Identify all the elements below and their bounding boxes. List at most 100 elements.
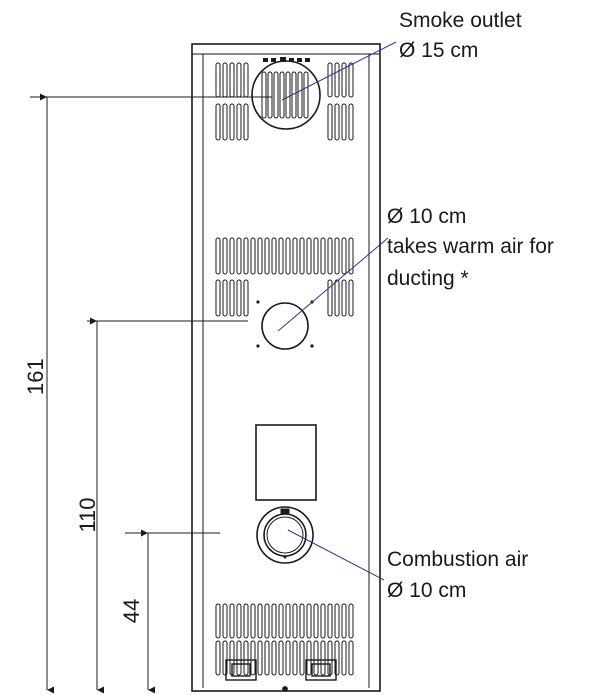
vent-slot	[250, 237, 256, 275]
vent-slot	[341, 603, 347, 639]
smoke-outlet-slot	[285, 71, 291, 119]
vent-slot	[341, 62, 347, 98]
vent-slot	[327, 237, 333, 275]
vent-slot	[299, 603, 305, 639]
vent-slot	[306, 603, 312, 639]
vent-slot	[327, 103, 333, 141]
vent-slot	[271, 237, 277, 275]
vent-slot	[271, 603, 277, 639]
vent-slot	[243, 237, 249, 275]
vent-slot	[236, 62, 242, 98]
vent-slot	[215, 279, 221, 317]
vent-slot	[320, 237, 326, 275]
vent-slot	[215, 103, 221, 141]
vent-slot	[271, 640, 277, 676]
vent-slot	[264, 640, 270, 676]
vent-slot	[285, 603, 291, 639]
smoke-outlet-slot	[303, 71, 309, 119]
vent-slot	[222, 279, 228, 317]
vent-slot	[341, 640, 347, 676]
vent-slot	[229, 603, 235, 639]
vent-slot	[334, 62, 340, 98]
vent-slot	[222, 62, 228, 98]
vent-slot	[348, 103, 354, 141]
top-vent-slots	[215, 62, 354, 141]
vent-slot	[222, 103, 228, 141]
access-panel	[255, 424, 317, 501]
vent-slot	[222, 237, 228, 275]
vent-slot	[334, 603, 340, 639]
vent-slot	[257, 603, 263, 639]
vent-slot	[292, 603, 298, 639]
vent-slot	[334, 640, 340, 676]
vent-slot	[341, 237, 347, 275]
vent-slot	[285, 640, 291, 676]
combustion-air-inlet	[256, 506, 314, 564]
vent-slot	[229, 62, 235, 98]
vent-slot	[264, 237, 270, 275]
smoke-outlet-slot	[279, 71, 285, 119]
vent-slot	[243, 640, 249, 676]
middle-vent-slots	[215, 237, 354, 317]
vent-slot	[236, 103, 242, 141]
vent-slot	[341, 103, 347, 141]
vent-slot	[236, 279, 242, 317]
vent-slot	[243, 279, 249, 317]
vent-slot	[215, 640, 221, 676]
vent-slot	[320, 603, 326, 639]
vent-slot	[306, 640, 312, 676]
vent-slot	[229, 279, 235, 317]
vent-slot	[334, 279, 340, 317]
warm-air-description-cont: ducting *	[387, 267, 469, 290]
vent-slot	[348, 603, 354, 639]
vent-slot	[334, 103, 340, 141]
dimension-warm-air-height: 110	[75, 497, 100, 533]
vent-slot	[250, 640, 256, 676]
vent-slot	[348, 237, 354, 275]
smoke-outlet-pipe	[251, 57, 321, 130]
vent-slot	[348, 279, 354, 317]
vent-slot	[292, 237, 298, 275]
smoke-outlet-title: Smoke outlet	[399, 9, 522, 32]
vent-slot	[313, 237, 319, 275]
vent-slot	[278, 237, 284, 275]
vent-slot	[327, 279, 333, 317]
vent-slot	[320, 640, 326, 676]
dimension-combustion-air-height: 44	[119, 598, 144, 624]
vent-slot	[341, 279, 347, 317]
vent-slot	[348, 640, 354, 676]
vent-slot	[327, 603, 333, 639]
vent-slot	[278, 603, 284, 639]
base-openings	[225, 659, 337, 692]
vent-slot	[243, 603, 249, 639]
vent-slot	[285, 237, 291, 275]
vent-slot	[229, 237, 235, 275]
vent-slot	[257, 237, 263, 275]
smoke-outlet-diameter: Ø 15 cm	[399, 39, 479, 62]
dimension-total-height: 161	[23, 358, 48, 395]
combustion-air-diameter: Ø 10 cm	[387, 579, 467, 602]
vent-slot	[236, 640, 242, 676]
vent-slot	[257, 640, 263, 676]
smoke-outlet-slot	[297, 71, 303, 119]
warm-air-diameter: Ø 10 cm	[387, 205, 467, 228]
vent-slot	[299, 237, 305, 275]
vent-slot	[327, 62, 333, 98]
smoke-outlet-slot	[267, 71, 273, 119]
vent-slot	[243, 103, 249, 141]
vent-slot	[348, 62, 354, 98]
vent-slot	[313, 640, 319, 676]
warm-air-outlet	[256, 300, 314, 350]
vent-slot	[299, 640, 305, 676]
leader-lines	[277, 41, 397, 581]
vent-slot	[215, 603, 221, 639]
bottom-vent-slots	[215, 603, 354, 676]
vent-slot	[236, 603, 242, 639]
combustion-air-title: Combustion air	[387, 548, 529, 571]
vent-slot	[243, 62, 249, 98]
smoke-outlet-slot	[273, 71, 279, 119]
stove-body	[191, 43, 381, 692]
vent-slot	[313, 603, 319, 639]
vent-slot	[222, 640, 228, 676]
